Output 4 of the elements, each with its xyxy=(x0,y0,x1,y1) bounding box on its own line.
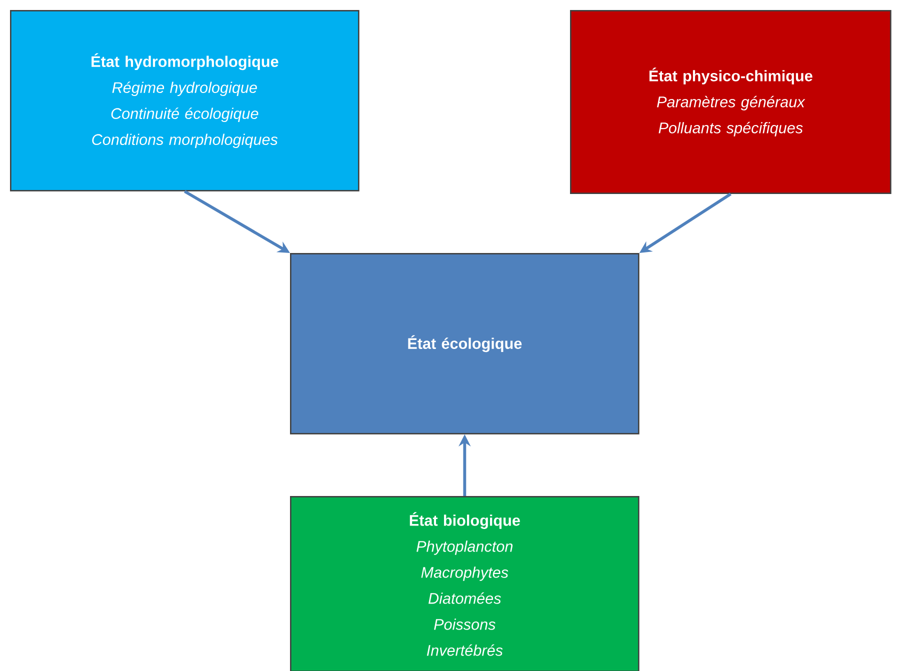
process-box: État écologique xyxy=(290,253,640,434)
process-box: État biologique Phytoplancton Macrophytes Diatomées Poissons Invertébrés xyxy=(290,496,640,671)
process-box: État physico-chimique Paramètres généraux Polluants spécifiques xyxy=(570,10,892,194)
process-box: État hydromorphologique Régime hydrologique Continuité écologique Conditions morphologiques xyxy=(10,10,360,192)
